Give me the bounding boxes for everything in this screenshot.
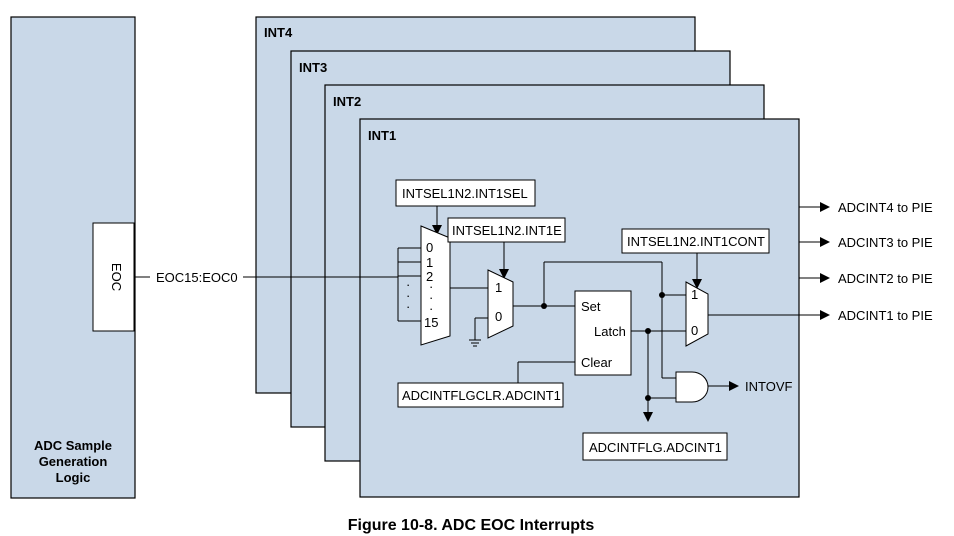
adc-block-label-line3: Logic bbox=[56, 470, 91, 485]
figure-caption: Figure 10-8. ADC EOC Interrupts bbox=[348, 517, 595, 534]
flgclr-register-label: ADCINTFLGCLR.ADCINT1 bbox=[402, 388, 561, 403]
mux16-input-2-label: 2 bbox=[426, 269, 433, 284]
panel-int1-label: INT1 bbox=[368, 128, 396, 143]
bus-dot-2: · bbox=[406, 288, 410, 303]
cont-mux bbox=[685, 281, 709, 347]
latch-latch-label: Latch bbox=[594, 324, 626, 339]
int1sel-register-box bbox=[395, 179, 536, 207]
int1e-register-label: INTSEL1N2.INT1E bbox=[452, 223, 562, 238]
mux16-dot-2: · bbox=[429, 290, 433, 305]
panel-int4-label: INT4 bbox=[264, 25, 293, 40]
mux-16-to-1 bbox=[420, 225, 451, 346]
adcint3-label: ADCINT3 to PIE bbox=[838, 235, 933, 250]
int1cont-register-box bbox=[621, 228, 770, 254]
cont-mux-in1-label: 1 bbox=[691, 287, 698, 302]
latch-box bbox=[574, 290, 632, 376]
bus-label: EOC15:EOC0 bbox=[156, 270, 238, 285]
panel-int3-label: INT3 bbox=[299, 60, 327, 75]
mux16-input-1-label: 1 bbox=[426, 255, 433, 270]
int1sel-register-label: INTSEL1N2.INT1SEL bbox=[402, 186, 528, 201]
bus-dot-1: · bbox=[406, 277, 410, 292]
adc-block-label-line2: Generation bbox=[39, 454, 108, 469]
cont-mux-in0-label: 0 bbox=[691, 323, 698, 338]
mux16-dot-3: · bbox=[429, 301, 433, 316]
enable-mux-in0-label: 0 bbox=[495, 309, 502, 324]
adcint4-label: ADCINT4 to PIE bbox=[838, 200, 933, 215]
bus-label-bg bbox=[150, 267, 250, 287]
latch-set-label: Set bbox=[581, 299, 601, 314]
adcint1-label: ADCINT1 to PIE bbox=[838, 308, 933, 323]
mux16-input-0-label: 0 bbox=[426, 240, 433, 255]
eoc-box bbox=[92, 222, 135, 332]
mux16-dot-1: · bbox=[429, 279, 433, 294]
enable-mux bbox=[487, 269, 514, 339]
eoc-label: EOC bbox=[109, 263, 124, 291]
int1cont-register-label: INTSEL1N2.INT1CONT bbox=[627, 234, 765, 249]
mux16-input-15-label: 15 bbox=[424, 315, 438, 330]
adc-block-label-line1: ADC Sample bbox=[34, 438, 112, 453]
flgclr-register-box bbox=[397, 382, 564, 408]
overflow-and-gate bbox=[675, 371, 709, 403]
enable-mux-in1-label: 1 bbox=[495, 280, 502, 295]
flg-register-label: ADCINTFLG.ADCINT1 bbox=[589, 440, 722, 455]
intovf-label: INTOVF bbox=[745, 379, 792, 394]
flg-register-box bbox=[582, 432, 728, 461]
int1e-register-box bbox=[447, 217, 566, 243]
latch-clear-label: Clear bbox=[581, 355, 613, 370]
adcint2-label: ADCINT2 to PIE bbox=[838, 271, 933, 286]
panel-int2-label: INT2 bbox=[333, 94, 361, 109]
bus-dot-3: · bbox=[406, 299, 410, 314]
